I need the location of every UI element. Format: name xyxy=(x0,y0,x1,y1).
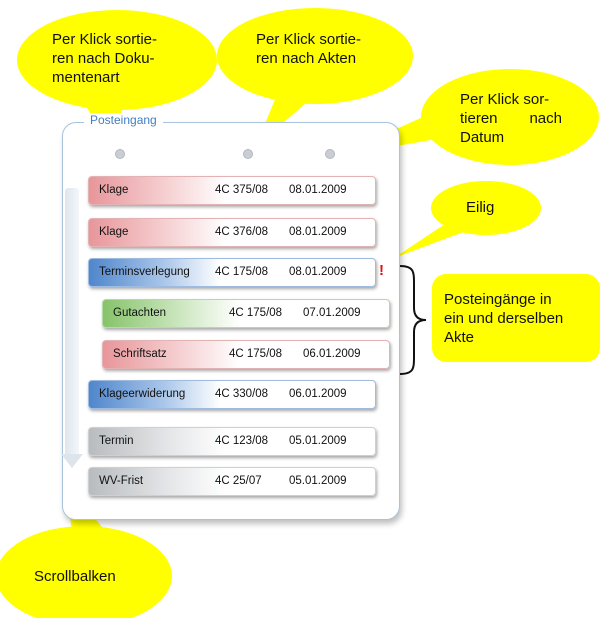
panel-title: Posteingang xyxy=(84,113,163,127)
callout-text-doctype: Per Klick sortie- ren nach Doku- mentena… xyxy=(52,30,184,87)
inbox-row[interactable]: Termin 4C 123/08 05.01.2009 xyxy=(88,427,376,456)
callout-line: Per Klick sortie- xyxy=(256,31,362,48)
row-doctype: Klageerwiderung xyxy=(99,388,186,400)
callout-line: ren nach Akten xyxy=(256,50,357,67)
callout-word: tieren xyxy=(460,110,498,127)
scroll-down-arrow-icon[interactable] xyxy=(61,454,83,468)
callout-line: mentenart xyxy=(52,69,120,86)
callout-text-same-file: Posteingänge in ein und derselben Akte xyxy=(444,290,594,347)
group-brace-icon xyxy=(399,265,427,375)
inbox-row[interactable]: Gutachten 4C 175/08 07.01.2009 xyxy=(102,299,390,328)
row-file: 4C 376/08 xyxy=(215,226,269,238)
row-date: 05.01.2009 xyxy=(289,435,347,447)
row-file: 4C 175/08 xyxy=(229,307,283,319)
row-date: 08.01.2009 xyxy=(289,266,347,278)
row-date: 07.01.2009 xyxy=(303,307,361,319)
row-file: 4C 375/08 xyxy=(215,184,269,196)
sort-by-date-handle[interactable] xyxy=(325,149,335,159)
row-doctype: Termin xyxy=(99,435,134,447)
row-doctype: Gutachten xyxy=(113,307,167,319)
callout-line: Per Klick sortie- xyxy=(52,31,158,48)
row-date: 05.01.2009 xyxy=(289,475,347,487)
callout-word: nach xyxy=(529,110,562,127)
row-date: 08.01.2009 xyxy=(289,184,347,196)
callout-line: ren nach Doku- xyxy=(52,50,155,67)
callout-line: Eilig xyxy=(466,199,495,216)
callout-text-scrollbar: Scrollbalken xyxy=(34,567,116,586)
row-date: 06.01.2009 xyxy=(289,388,347,400)
row-doctype: Terminsverlegung xyxy=(99,266,190,278)
callout-line: Akte xyxy=(444,329,475,346)
sort-by-file-handle[interactable] xyxy=(243,149,253,159)
callout-line: Scrollbalken xyxy=(34,568,116,585)
callout-text-date: Per Klick sor- tieren nach Datum xyxy=(460,90,562,147)
urgent-mark: ! xyxy=(379,262,384,279)
callout-text-urgent: Eilig xyxy=(466,198,494,217)
inbox-row[interactable]: Schriftsatz 4C 175/08 06.01.2009 xyxy=(102,340,390,369)
callout-bubble-urgent xyxy=(394,181,541,258)
callout-line: Posteingänge in xyxy=(444,291,552,308)
callout-line: Datum xyxy=(460,129,505,146)
callout-text-file: Per Klick sortie- ren nach Akten xyxy=(256,30,386,68)
row-file: 4C 123/08 xyxy=(215,435,269,447)
callout-line: Per Klick sor- xyxy=(460,91,550,108)
inbox-row[interactable]: WV-Frist 4C 25/07 05.01.2009 xyxy=(88,467,376,496)
callout-bubble-same-file xyxy=(432,274,600,362)
row-doctype: Schriftsatz xyxy=(113,348,167,360)
inbox-row[interactable]: Klage 4C 376/08 08.01.2009 xyxy=(88,218,376,247)
inbox-row[interactable]: Klageerwiderung 4C 330/08 06.01.2009 xyxy=(88,380,376,409)
row-file: 4C 175/08 xyxy=(215,266,269,278)
scrollbar[interactable] xyxy=(65,188,79,456)
inbox-row[interactable]: Klage 4C 375/08 08.01.2009 xyxy=(88,176,376,205)
callout-line: ein und derselben xyxy=(444,310,564,327)
sort-by-doctype-handle[interactable] xyxy=(115,149,125,159)
row-file: 4C 330/08 xyxy=(215,388,269,400)
row-doctype: WV-Frist xyxy=(99,475,144,487)
inbox-row[interactable]: Terminsverlegung 4C 175/08 08.01.2009 xyxy=(88,258,376,287)
row-doctype: Klage xyxy=(99,226,129,238)
row-file: 4C 25/07 xyxy=(215,475,262,487)
row-date: 06.01.2009 xyxy=(303,348,361,360)
callout-line-justified: tieren nach xyxy=(460,109,562,128)
row-date: 08.01.2009 xyxy=(289,226,347,238)
row-file: 4C 175/08 xyxy=(229,348,283,360)
row-doctype: Klage xyxy=(99,184,129,196)
